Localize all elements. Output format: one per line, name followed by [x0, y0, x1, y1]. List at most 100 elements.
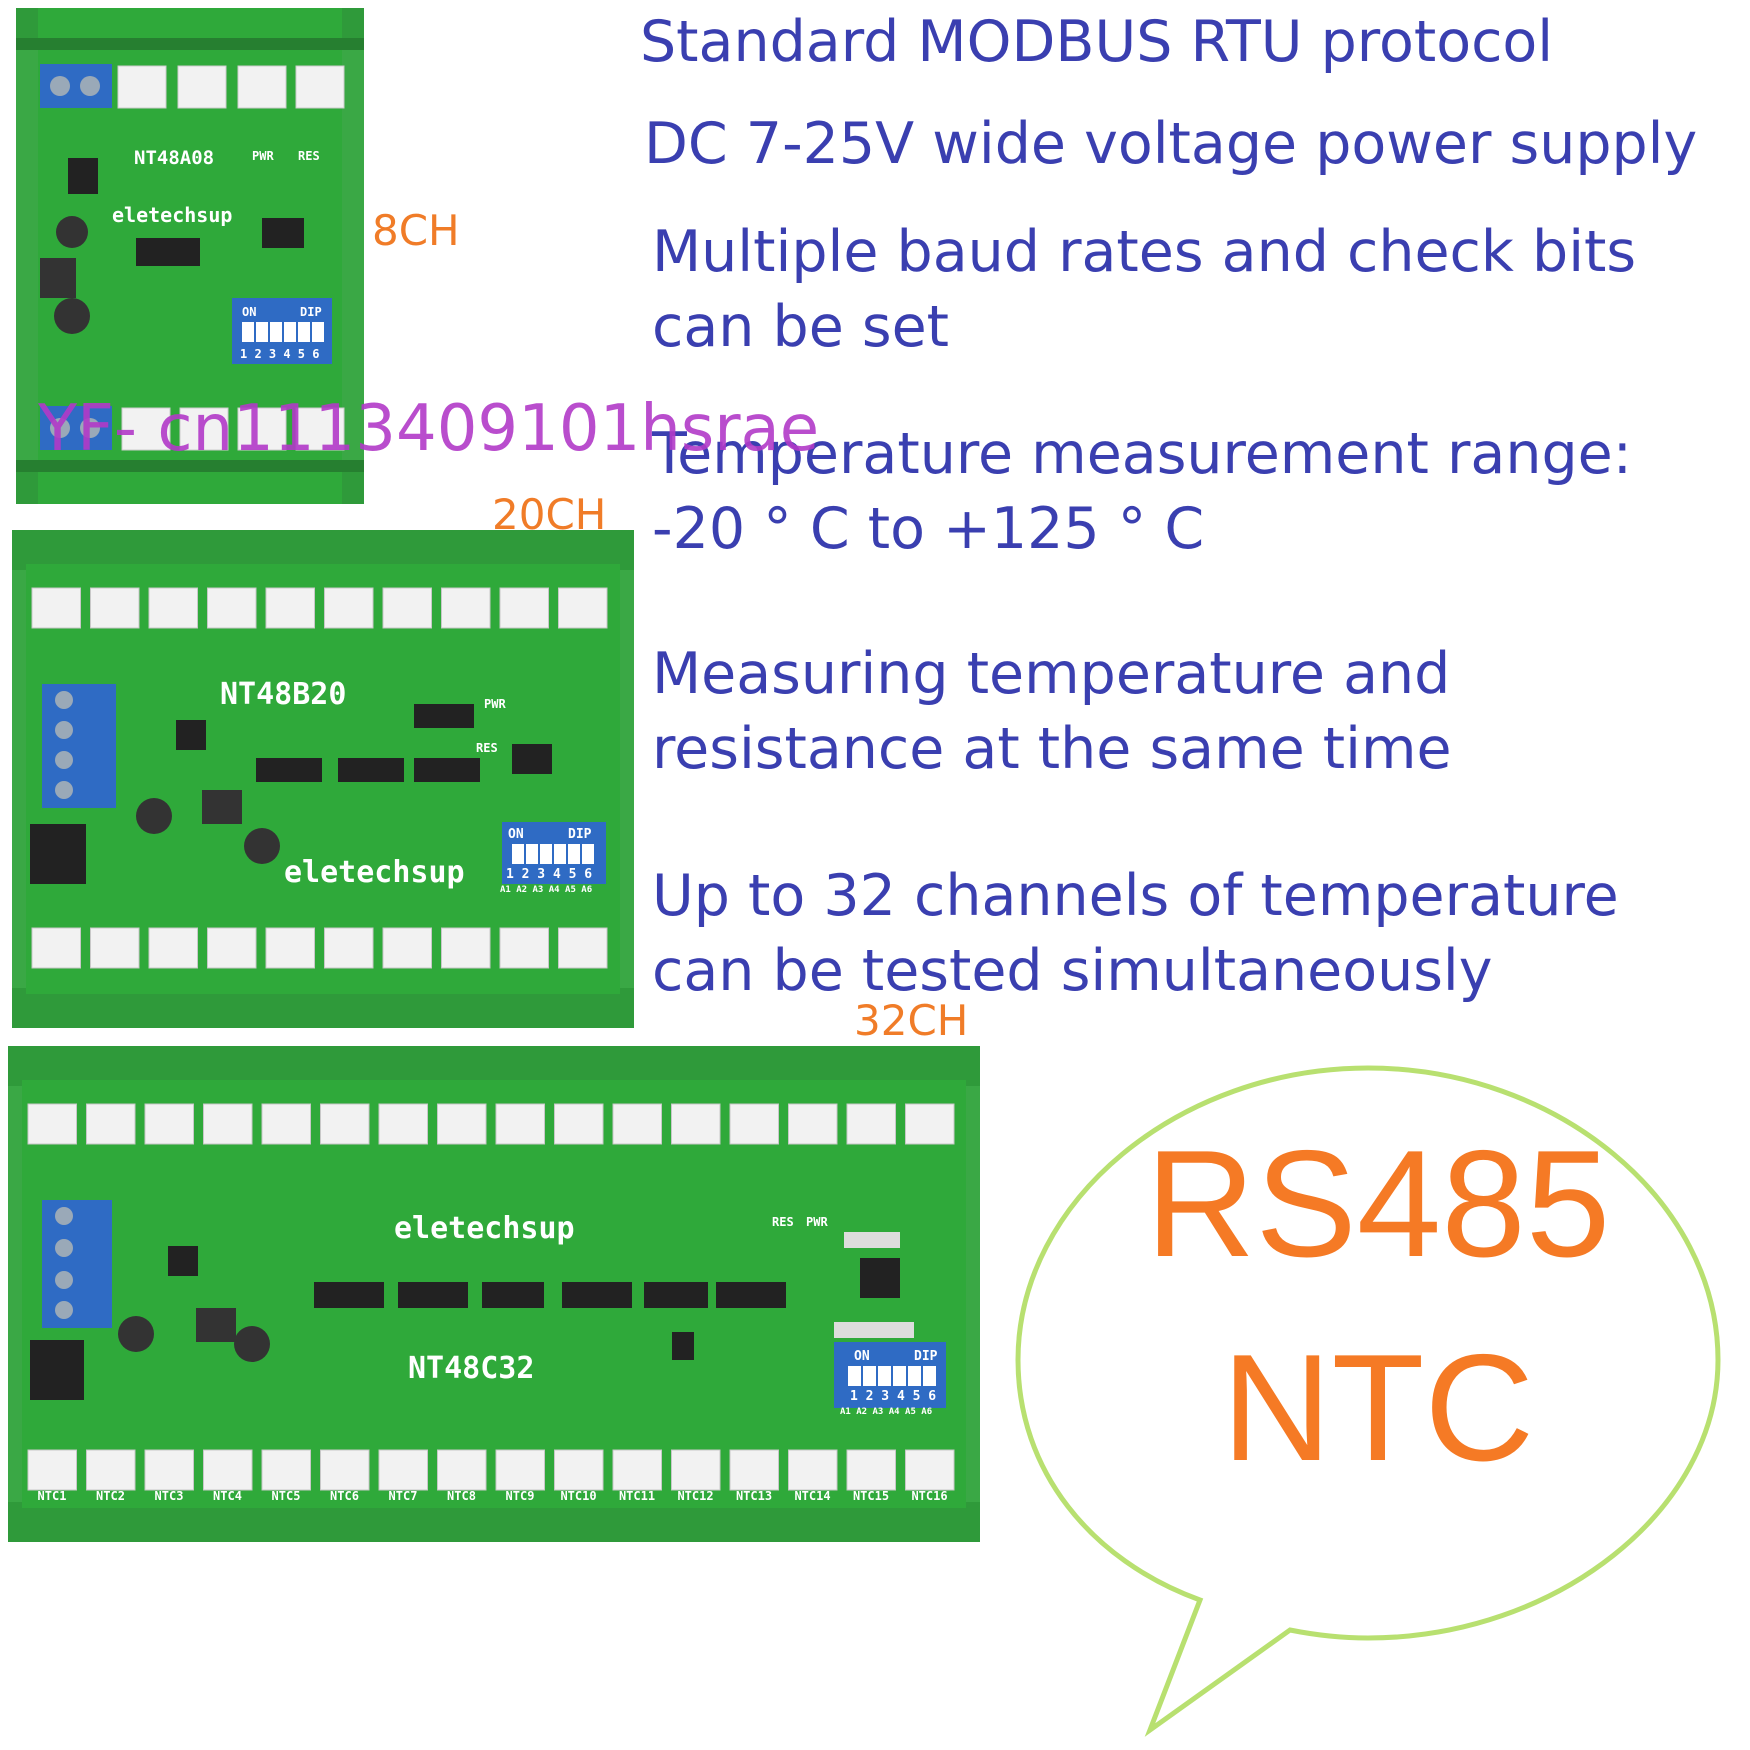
- ntc-connector: [90, 587, 140, 629]
- dip-label: DIP: [300, 305, 322, 319]
- ntc-label: NTC2: [96, 1489, 125, 1503]
- ntc-connector: [558, 927, 608, 969]
- board-brand: eletechsup: [112, 203, 232, 227]
- ntc-connector: [671, 1103, 721, 1145]
- dip-on-label: ON: [854, 1349, 870, 1364]
- ntc-connector: [203, 1449, 253, 1491]
- dip-numbers: 1 2 3 4 5 6: [240, 347, 319, 361]
- connector-row-top: [27, 1103, 955, 1145]
- feature-line: Standard MODBUS RTU protocol: [640, 9, 1554, 75]
- ntc-connector: [495, 1103, 545, 1145]
- pwr-label: PWR: [806, 1215, 828, 1229]
- ntc-connector: [729, 1103, 779, 1145]
- ntc-connector: [27, 1449, 77, 1491]
- ntc-connector: [495, 1449, 545, 1491]
- ntc-connector: [320, 1449, 370, 1491]
- res-label: RES: [772, 1215, 794, 1229]
- bubble-line-2: NTC: [1222, 1323, 1534, 1493]
- ntc-connector: [261, 1449, 311, 1491]
- ntc-connector: [207, 587, 257, 629]
- ntc-connector: [905, 1103, 955, 1145]
- ntc-connector: [27, 1103, 77, 1145]
- ntc-connector: [144, 1103, 194, 1145]
- feature-simultaneous: Measuring temperature and resistance at …: [652, 634, 1452, 790]
- board-model: NT48C32: [408, 1351, 534, 1386]
- res-label: RES: [298, 149, 320, 163]
- bubble-line-1: RS485: [1146, 1119, 1611, 1289]
- ntc-connector: [612, 1103, 662, 1145]
- ntc-connector: [554, 1449, 604, 1491]
- ntc-label: NTC3: [155, 1489, 184, 1503]
- ntc-label: NTC9: [506, 1489, 535, 1503]
- ntc-connector: [441, 927, 491, 969]
- ntc-connector: [86, 1103, 136, 1145]
- ntc-connector: [671, 1449, 721, 1491]
- ntc-label: NTC15: [853, 1489, 889, 1503]
- ntc-connector: [437, 1103, 487, 1145]
- board-nt48c32: ON DIP 1 2 3 4 5 6 A1 A2 A3 A4 A5 A6 ele…: [8, 1046, 980, 1542]
- ntc-connector: [441, 587, 491, 629]
- ntc-connector: [148, 927, 198, 969]
- ntc-connector: [207, 927, 257, 969]
- ntc-connector: [905, 1449, 955, 1491]
- ntc-label: NTC5: [272, 1489, 301, 1503]
- ntc-connector: [846, 1449, 896, 1491]
- ntc-connector: [558, 587, 608, 629]
- ntc-label: NTC7: [389, 1489, 418, 1503]
- ntc-label: NTC10: [560, 1489, 596, 1503]
- ntc-connector: [612, 1449, 662, 1491]
- ntc-connector: [729, 1449, 779, 1491]
- board-brand: eletechsup: [284, 855, 465, 890]
- feature-line: Up to 32 channels of temperature: [652, 863, 1619, 929]
- ntc-label: NTC16: [911, 1489, 947, 1503]
- ntc-label: NTC1: [38, 1489, 67, 1503]
- channels-label-32: 32CH: [854, 996, 969, 1045]
- ntc-connector: [144, 1449, 194, 1491]
- dip-address: A1 A2 A3 A4 A5 A6: [500, 885, 592, 895]
- board-nt48a08: ON DIP 1 2 3 4 5 6 NT48A08 PWR RES elete…: [16, 8, 364, 504]
- connector-row-top: [31, 587, 608, 629]
- ntc-connector: [554, 1103, 604, 1145]
- board-model: NT48A08: [134, 147, 214, 169]
- ntc-connector: [265, 587, 315, 629]
- ntc-connector: [320, 1103, 370, 1145]
- ntc-connector: [86, 1449, 136, 1491]
- ntc-connector: [378, 1449, 428, 1491]
- ntc-connector: [324, 927, 374, 969]
- dip-label: DIP: [914, 1349, 938, 1364]
- speech-bubble: RS485 NTC: [1015, 1065, 1721, 1737]
- ntc-label: NTC12: [677, 1489, 713, 1503]
- pwr-label: PWR: [252, 149, 274, 163]
- channels-label-8: 8CH: [372, 206, 460, 255]
- ntc-connector: [148, 587, 198, 629]
- ntc-connector: [31, 927, 81, 969]
- ntc-connector: [788, 1103, 838, 1145]
- dip-on-label: ON: [242, 305, 256, 319]
- ntc-label: NTC13: [736, 1489, 772, 1503]
- ntc-connector: [846, 1103, 896, 1145]
- feature-modbus: Standard MODBUS RTU protocol: [640, 2, 1553, 83]
- ntc-label: NTC8: [447, 1489, 476, 1503]
- dip-on-label: ON: [508, 827, 524, 842]
- board-model: NT48B20: [220, 677, 346, 712]
- res-label: RES: [476, 741, 498, 755]
- feature-baud: Multiple baud rates and check bits can b…: [652, 212, 1636, 368]
- feature-line: can be tested simultaneously: [652, 937, 1493, 1004]
- dip-label: DIP: [568, 827, 592, 842]
- feature-line: -20 ° C to +125 ° C: [652, 495, 1205, 562]
- dip-numbers: 1 2 3 4 5 6: [850, 1389, 936, 1404]
- feature-line: resistance at the same time: [652, 715, 1452, 782]
- ntc-connector: [261, 1103, 311, 1145]
- ntc-label: NTC11: [619, 1489, 655, 1503]
- feature-range: Temperature measurement range: -20 ° C t…: [652, 414, 1632, 570]
- board-nt48b20: ON DIP 1 2 3 4 5 6 A1 A2 A3 A4 A5 A6 NT4…: [12, 530, 634, 1028]
- feature-line: Temperature measurement range:: [652, 421, 1632, 487]
- ntc-connector: [788, 1449, 838, 1491]
- ntc-connector: [437, 1449, 487, 1491]
- ntc-label: NTC14: [794, 1489, 830, 1503]
- board-brand: eletechsup: [394, 1211, 575, 1246]
- ntc-connector: [90, 927, 140, 969]
- ntc-connector: [203, 1103, 253, 1145]
- feature-power: DC 7-25V wide voltage power supply: [644, 104, 1697, 185]
- feature-line: Measuring temperature and: [652, 641, 1451, 707]
